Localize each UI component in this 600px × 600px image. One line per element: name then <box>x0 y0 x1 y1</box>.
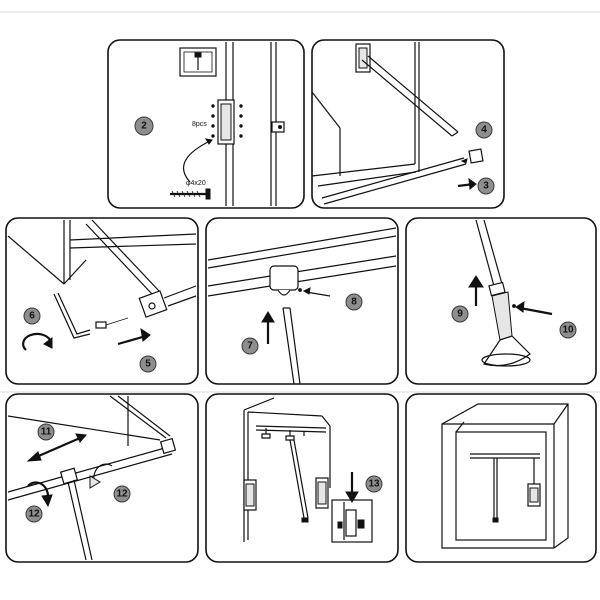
screw-icon <box>170 188 211 200</box>
step-badge-9: 9 <box>451 305 469 323</box>
panel-step-5-6-rod-mount: 6 5 <box>5 217 199 385</box>
right-arrow-icon <box>117 327 151 346</box>
rotate-arrow-icon <box>89 463 113 489</box>
step-badge-4: 4 <box>475 121 493 139</box>
step-badge-6: 6 <box>23 307 41 325</box>
step-badge-3: 3 <box>477 177 495 195</box>
svg-text:11: 11 <box>41 427 52 438</box>
panel-step-7-8-hanger-joint: 8 7 <box>205 217 399 385</box>
svg-text:12: 12 <box>28 509 40 520</box>
down-arrow-icon <box>345 472 359 503</box>
svg-text:10: 10 <box>562 325 574 336</box>
svg-text:8: 8 <box>351 297 357 308</box>
panel-step-11-12-width-adjust: 11 12 12 <box>5 393 199 563</box>
step-badge-7: 7 <box>241 337 259 355</box>
up-arrow-icon <box>261 311 275 344</box>
step-badge-12-right: 12 <box>113 485 131 503</box>
rotate-arrow-icon <box>22 332 53 351</box>
right-arrow-icon <box>457 177 477 190</box>
panel-step-2-mounting-bracket: 8pcs φ4x20 2 <box>107 39 305 209</box>
svg-text:5: 5 <box>145 359 151 370</box>
step-badge-5: 5 <box>139 355 157 373</box>
step-badge-11: 11 <box>37 423 55 441</box>
screw-size-label: φ4x20 <box>186 180 206 187</box>
panel-step-3-4-rod-end: 4 3 <box>311 39 505 209</box>
rotate-arrow-icon <box>27 481 53 508</box>
panel-completed-wardrobe <box>405 393 597 563</box>
step-badge-8: 8 <box>345 293 363 311</box>
svg-text:13: 13 <box>368 479 380 490</box>
step-badge-10: 10 <box>559 321 577 339</box>
screw-dots <box>211 104 243 138</box>
step-badge-2: 2 <box>134 116 154 136</box>
svg-text:6: 6 <box>29 311 35 322</box>
up-arrow-icon <box>468 275 484 306</box>
svg-text:7: 7 <box>247 341 253 352</box>
svg-text:2: 2 <box>141 121 147 132</box>
svg-text:9: 9 <box>457 309 463 320</box>
step-badge-12-left: 12 <box>25 505 43 523</box>
step-badge-13: 13 <box>365 475 383 493</box>
panel-step-9-10-handle: 9 10 <box>405 217 597 385</box>
panel-step-13-lift-mechanism: 13 <box>205 393 399 563</box>
double-arrow-icon <box>26 433 88 462</box>
screw-count-label: 8pcs <box>192 121 207 128</box>
svg-text:12: 12 <box>116 489 128 500</box>
svg-text:4: 4 <box>481 125 487 136</box>
svg-text:3: 3 <box>483 181 489 192</box>
